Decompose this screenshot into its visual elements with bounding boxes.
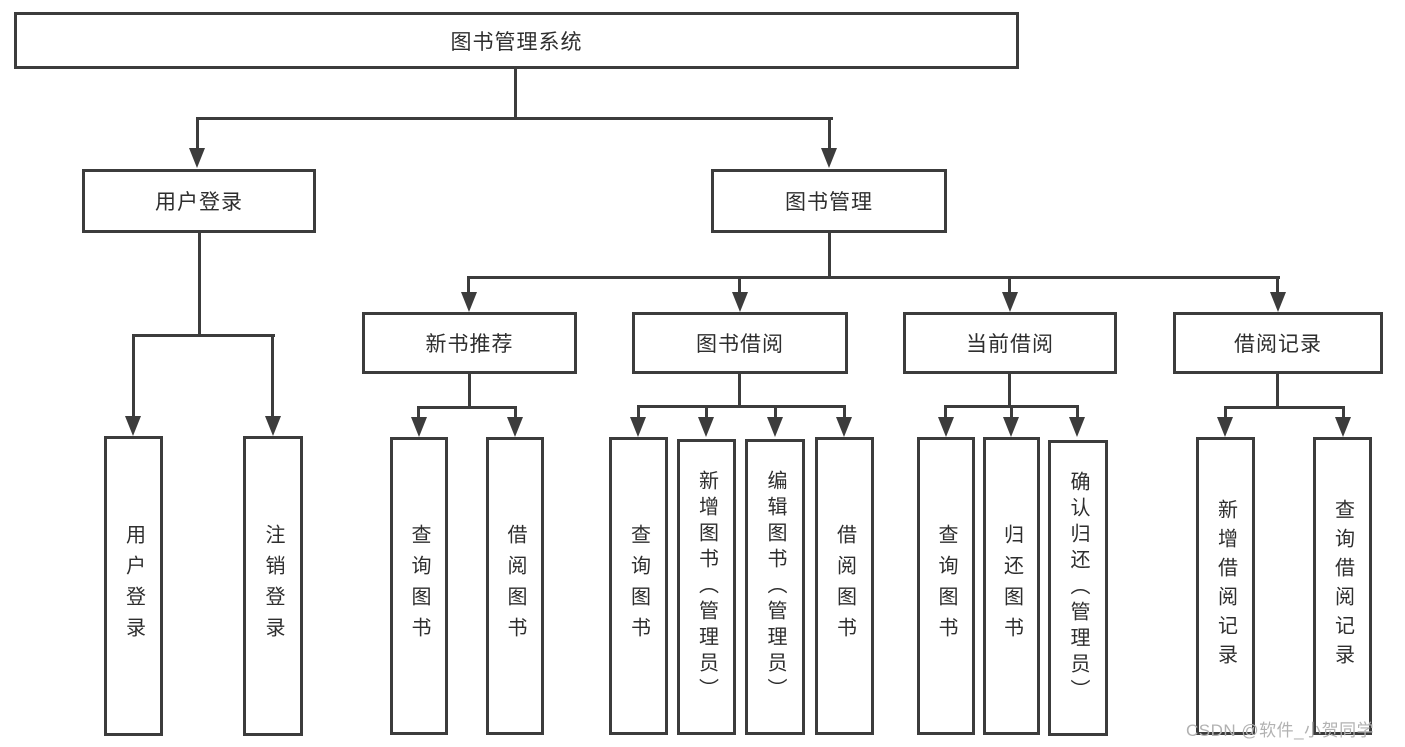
leaf-bw-borrow-books-label: 借阅图书 <box>833 524 856 648</box>
connector-stem-book-management <box>828 117 831 153</box>
arrow-nb-query <box>411 417 427 437</box>
connector-stem-cur-confirm <box>1076 405 1079 419</box>
arrow-bw-edit <box>767 417 783 437</box>
leaf-bw-query-books-label: 查询图书 <box>627 524 650 648</box>
node-book-management: 图书管理 <box>711 169 947 233</box>
leaf-user-login-label: 用户登录 <box>122 524 145 648</box>
node-borrowing-records: 借阅记录 <box>1173 312 1383 374</box>
arrow-book-management <box>821 148 837 168</box>
leaf-cur-query-books: 查询图书 <box>917 437 975 735</box>
node-root-label: 图书管理系统 <box>450 30 583 54</box>
connector-user-login-hline <box>132 334 275 337</box>
arrow-bw-borrow <box>836 417 852 437</box>
connector-stem-rec-query <box>1342 406 1345 419</box>
leaf-cur-confirm-return: 确认归还（管理员） <box>1048 440 1108 736</box>
connector-root-hline <box>196 117 833 120</box>
connector-stem-nb-query <box>417 406 420 420</box>
arrow-records <box>1270 292 1286 312</box>
connector-new-books-hline <box>417 406 517 409</box>
arrow-cur-query <box>938 417 954 437</box>
leaf-cur-query-books-label: 查询图书 <box>935 524 957 648</box>
leaf-user-login: 用户登录 <box>104 436 163 736</box>
connector-root-stem <box>514 68 517 119</box>
leaf-bw-borrow-books: 借阅图书 <box>815 437 874 735</box>
arrow-current <box>1002 292 1018 312</box>
arrow-login <box>125 416 141 436</box>
node-new-book-recommend: 新书推荐 <box>362 312 577 374</box>
connector-records-hline <box>1224 406 1345 409</box>
connector-stem-user-login <box>196 117 199 153</box>
connector-user-login-stem <box>198 233 201 337</box>
leaf-bw-edit-books-label: 编辑图书（管理员） <box>764 470 786 704</box>
arrow-borrowing <box>732 292 748 312</box>
node-root: 图书管理系统 <box>14 12 1019 69</box>
arrow-user-login <box>189 148 205 168</box>
leaf-nb-query-books-label: 查询图书 <box>408 524 430 648</box>
connector-stem-nb-borrow <box>514 406 517 420</box>
leaf-rec-query-record: 查询借阅记录 <box>1313 437 1372 735</box>
node-user-login: 用户登录 <box>82 169 316 233</box>
connector-stem-bw-query <box>637 405 640 419</box>
arrow-bw-add <box>698 417 714 437</box>
arrow-rec-query <box>1335 417 1351 437</box>
arrow-nb-borrow <box>507 417 523 437</box>
leaf-bw-add-books: 新增图书（管理员） <box>677 439 736 735</box>
arrow-cur-confirm <box>1069 417 1085 437</box>
arrow-cur-return <box>1003 417 1019 437</box>
connector-book-management-hline <box>467 276 1280 279</box>
leaf-nb-borrow-books: 借阅图书 <box>486 437 544 735</box>
leaf-nb-query-books: 查询图书 <box>390 437 448 735</box>
connector-stem-cur-query <box>944 405 947 419</box>
node-user-login-label: 用户登录 <box>155 191 243 214</box>
leaf-bw-edit-books: 编辑图书（管理员） <box>745 439 805 735</box>
leaf-nb-borrow-books-label: 借阅图书 <box>504 524 526 648</box>
leaf-cur-return-books-label: 归还图书 <box>1000 524 1023 648</box>
node-book-borrowing-label: 图书借阅 <box>696 333 784 356</box>
connector-stem-borrowing <box>738 276 741 296</box>
leaf-logout: 注销登录 <box>243 436 303 736</box>
leaf-bw-add-books-label: 新增图书（管理员） <box>695 470 718 704</box>
arrow-bw-query <box>630 417 646 437</box>
leaf-logout-label: 注销登录 <box>262 524 284 648</box>
connector-borrowing-hline <box>637 405 846 408</box>
node-borrowing-records-label: 借阅记录 <box>1234 333 1322 356</box>
connector-stem-rec-add <box>1224 406 1227 419</box>
leaf-rec-add-record-label: 新增借阅记录 <box>1214 499 1237 673</box>
connector-current-stem <box>1008 374 1011 408</box>
connector-stem-logout <box>271 334 274 420</box>
connector-stem-records <box>1276 276 1279 296</box>
connector-stem-current <box>1008 276 1011 296</box>
leaf-cur-confirm-return-label: 确认归还（管理员） <box>1067 471 1089 705</box>
node-new-book-recommend-label: 新书推荐 <box>425 333 514 356</box>
connector-stem-bw-borrow <box>843 405 846 419</box>
node-book-management-label: 图书管理 <box>785 191 873 214</box>
connector-borrowing-stem <box>738 374 741 408</box>
connector-stem-new-books <box>467 276 470 296</box>
node-book-borrowing: 图书借阅 <box>632 312 848 374</box>
node-current-borrowing-label: 当前借阅 <box>966 333 1054 356</box>
arrow-logout <box>265 416 281 436</box>
leaf-cur-return-books: 归还图书 <box>983 437 1040 735</box>
connector-stem-login <box>132 334 135 420</box>
leaf-rec-query-record-label: 查询借阅记录 <box>1331 499 1354 673</box>
arrow-rec-add <box>1217 417 1233 437</box>
connector-records-stem <box>1276 374 1279 409</box>
leaf-rec-add-record: 新增借阅记录 <box>1196 437 1255 735</box>
node-current-borrowing: 当前借阅 <box>903 312 1117 374</box>
connector-stem-bw-edit <box>774 405 777 419</box>
csdn-watermark: CSDN @软件_小贺同学 <box>1186 721 1375 740</box>
connector-stem-bw-add <box>705 405 708 419</box>
connector-stem-cur-return <box>1010 405 1013 419</box>
arrow-new-books <box>461 292 477 312</box>
connector-book-management-stem <box>828 233 831 279</box>
connector-new-books-stem <box>468 374 471 409</box>
leaf-bw-query-books: 查询图书 <box>609 437 668 735</box>
